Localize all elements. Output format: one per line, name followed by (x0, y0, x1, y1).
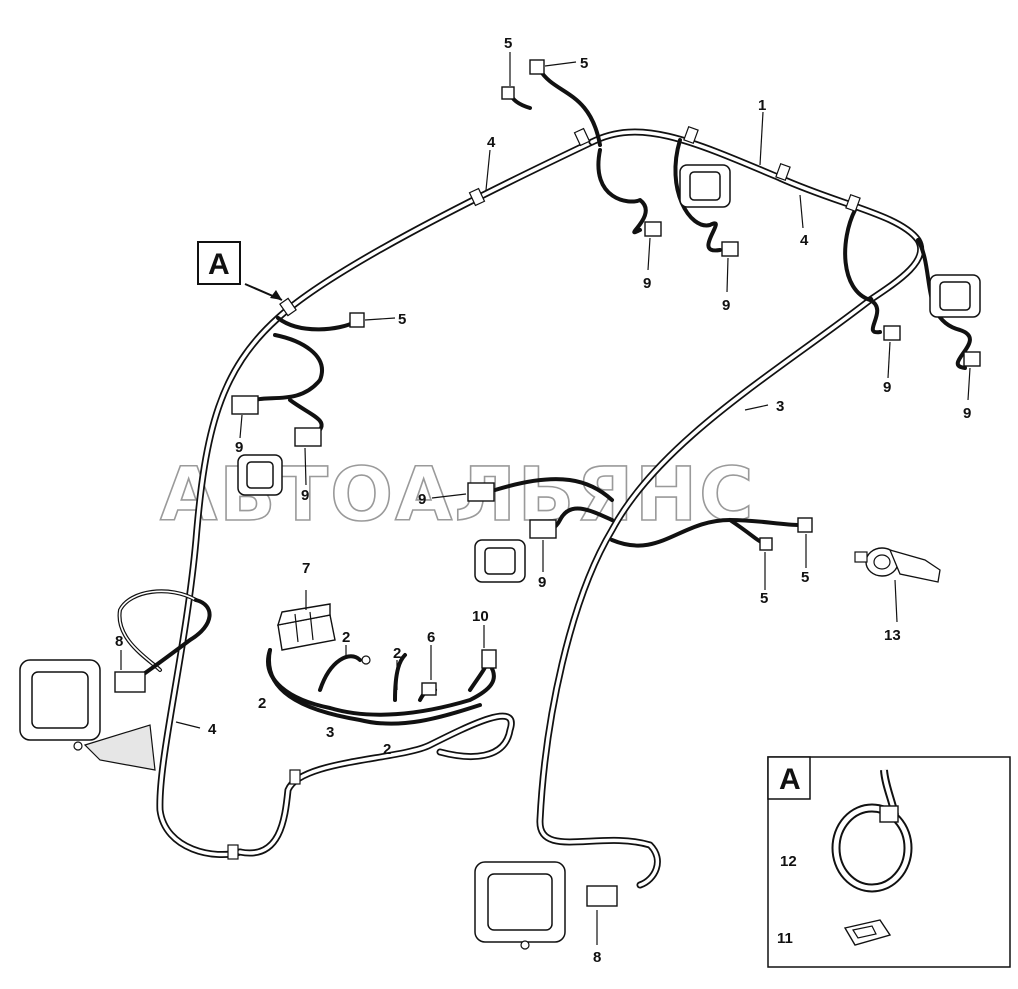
leader-lines (120, 52, 971, 945)
side-lamp-mid (474, 539, 526, 583)
part-label-8: 8 (115, 633, 123, 650)
part-label-7: 7 (302, 560, 310, 577)
lamps (19, 164, 981, 950)
part-label-4: 4 (800, 232, 809, 249)
part-label-11: 11 (777, 930, 793, 947)
part-label-5: 5 (398, 311, 406, 328)
part-label-5: 5 (760, 590, 768, 607)
part-label-5: 5 (801, 569, 809, 586)
part-label-13: 13 (884, 627, 901, 644)
part-label-2: 2 (393, 645, 401, 662)
side-lamp-left (237, 454, 283, 496)
part-label-6: 6 (427, 629, 435, 646)
roof-lamp-right (929, 274, 981, 318)
part-label-12: 12 (780, 853, 797, 870)
part-label-8: 8 (593, 949, 601, 966)
detail-inset (767, 756, 1011, 968)
roof-lamp-centre (679, 164, 731, 208)
detail-callout-letter: A (208, 248, 230, 281)
part-label-1: 1 (758, 97, 766, 114)
cable-tie (831, 769, 913, 893)
part-label-2: 2 (383, 741, 391, 758)
part-label-9: 9 (418, 491, 426, 508)
connectors (114, 59, 981, 907)
detail-box-letter: A (779, 763, 801, 796)
harness-wires (117, 128, 924, 889)
clip (843, 919, 892, 946)
harness-clips (227, 125, 861, 860)
fuse-block (276, 603, 336, 651)
part-labels: 1 4 4 4 5 5 5 5 5 9 9 9 9 9 9 9 9 3 3 7 … (115, 35, 971, 966)
part-label-5: 5 (504, 35, 512, 52)
part-label-9: 9 (538, 574, 546, 591)
part-label-9: 9 (883, 379, 891, 396)
part-label-9: 9 (235, 439, 243, 456)
part-label-2: 2 (342, 629, 350, 646)
part-label-10: 10 (472, 608, 489, 625)
work-lamp-bottom (474, 861, 566, 950)
work-lamp-left (19, 659, 156, 771)
part-label-9: 9 (301, 487, 309, 504)
part-label-9: 9 (722, 297, 730, 314)
part-label-3: 3 (326, 724, 334, 741)
part-label-4: 4 (487, 134, 496, 151)
part-label-3: 3 (776, 398, 784, 415)
part-label-2: 2 (258, 695, 266, 712)
socket (854, 547, 941, 583)
part-label-4: 4 (208, 721, 217, 738)
detail-callout-box (197, 241, 241, 285)
part-label-9: 9 (963, 405, 971, 422)
part-label-9: 9 (643, 275, 651, 292)
part-label-5: 5 (580, 55, 588, 72)
